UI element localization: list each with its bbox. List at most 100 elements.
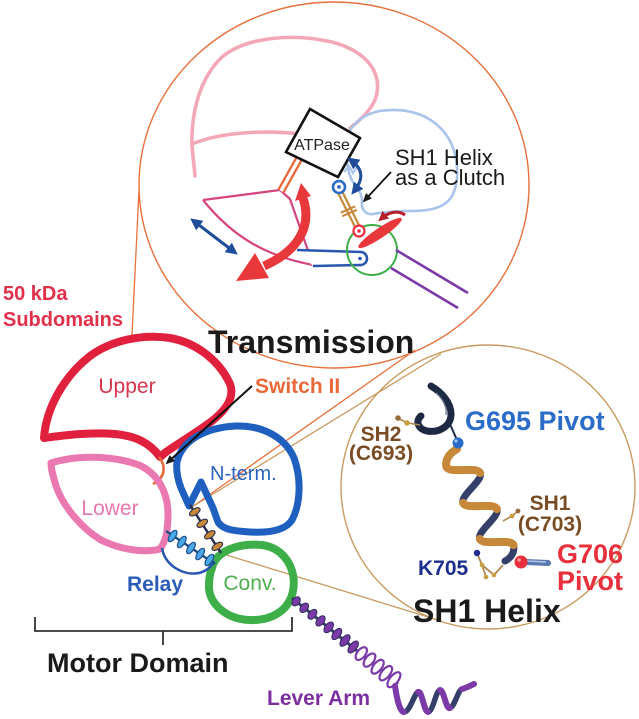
lever-arm-coil <box>307 608 318 620</box>
g706-pivot-marker <box>352 224 366 238</box>
subdomains-label-line2: Subdomains <box>3 309 123 331</box>
helix-front-strand <box>475 534 518 550</box>
lever-arm-line-lower <box>390 266 459 310</box>
rotation-arrow-shaft <box>262 196 311 271</box>
relay-loop <box>160 547 216 575</box>
sh1-label-line1: SH1 <box>530 492 571 515</box>
lever-arm-label: Lever Arm <box>267 687 370 710</box>
exit-tube-shine <box>526 560 547 563</box>
g695-ball <box>452 437 464 449</box>
sh1-magnifier-circle <box>340 344 636 630</box>
upper-domain <box>40 332 236 461</box>
sh1-helix-clutch-rod <box>337 190 360 228</box>
lever-arm-helix <box>291 596 477 715</box>
lever-arm-coil <box>299 602 310 614</box>
lever-arm-line-upper <box>395 248 469 295</box>
sh2-atom <box>404 420 410 426</box>
sh2-label-line2: (C693) <box>349 442 413 465</box>
k705-atom <box>483 574 489 580</box>
lever-arm-coil <box>378 664 394 682</box>
sh1-helix-panel: SH2 (C693) G695 Pivot SH1 (C703) K705 G7… <box>349 382 623 629</box>
converter-rotation-disc <box>358 217 402 249</box>
subdomains-label-line1: 50 kDa <box>3 283 68 305</box>
g695-pivot-atom <box>452 437 464 449</box>
n-terminal-domain <box>173 422 303 536</box>
clutch-label-line2: as a Clutch <box>395 165 505 190</box>
magnifier-line-to-upper-domain <box>131 189 140 336</box>
sh1-atom <box>515 508 521 514</box>
relay-label: Relay <box>127 573 183 596</box>
lever-arm-coil <box>347 640 359 654</box>
upper-label: Upper <box>98 375 155 398</box>
motor-sh1-helix-coil <box>203 530 216 540</box>
relay-helix <box>165 529 216 567</box>
relay-helix-coil <box>167 529 178 543</box>
g695-pivot-marker <box>331 179 347 195</box>
g706-label-line2: Pivot <box>557 566 623 596</box>
sh1-magnifier-line-bottom <box>219 552 442 622</box>
relay-helix-coil <box>195 547 206 561</box>
g695-loop-highlight <box>435 392 447 416</box>
sh1-magnifier-line-top <box>191 353 442 508</box>
switch-ii-pointer-arrow <box>165 385 253 465</box>
atpase-label: ATPase <box>294 137 350 154</box>
relay-helix-coil <box>186 541 196 555</box>
g706-ball <box>514 555 528 569</box>
atpase-box <box>284 107 362 179</box>
sh1-side-chain <box>502 508 521 522</box>
g706-ball-highlight <box>517 558 521 562</box>
sh2-atom <box>395 415 401 421</box>
n-terminal-motion-arrow <box>347 157 364 195</box>
rotation-arrowhead-bottom <box>236 253 269 281</box>
transmission-panel: ATPase SH1 Helix as a Clutch <box>190 35 505 310</box>
pivot-center <box>357 229 361 233</box>
lever-arm-coils-open <box>354 646 402 689</box>
motor-domain-bracket <box>34 617 293 645</box>
n-term-label: N-term. <box>210 463 277 485</box>
motor-sh1-helix-coil <box>188 507 201 517</box>
lever-arm-coil <box>315 615 326 627</box>
sh1-atom <box>509 513 515 519</box>
lever-arm-coil <box>354 646 369 662</box>
transmission-magnifier-circle <box>138 1 530 369</box>
upper-domain-outline-magnified <box>190 35 380 178</box>
switch-ii-link-magnified <box>277 155 304 193</box>
magnifier-guides <box>131 1 636 630</box>
lever-arm-ribbon-front <box>392 681 477 715</box>
pivot-center <box>337 185 341 189</box>
lever-arm-coil <box>331 627 343 641</box>
lever-arm-coil <box>386 671 402 689</box>
sh2-side-chain <box>395 415 421 426</box>
lever-arm-coil <box>370 658 385 675</box>
helix-exit-tube <box>523 559 551 566</box>
lever-arm-coils-dense <box>291 596 359 654</box>
sh1-helix-title: SH1 Helix <box>413 593 561 629</box>
motor-sh1-helix-coil <box>196 518 209 528</box>
g695-label: G695 Pivot <box>465 406 605 436</box>
clutch-label-line1: SH1 Helix <box>395 145 493 170</box>
converter-rotation-arrow <box>378 210 406 222</box>
lower-label: Lower <box>81 497 138 520</box>
clutch-crossbar <box>340 205 356 214</box>
motor-sh1-helix <box>188 504 224 554</box>
k705-atom <box>479 562 485 568</box>
g706-pivot-atom <box>514 555 528 569</box>
lever-arm-coil <box>339 634 351 647</box>
lower-domain <box>47 453 172 555</box>
g695-ball-highlight <box>454 439 458 443</box>
sh2-label-line1: SH2 <box>361 423 402 446</box>
k705-atom <box>491 572 497 578</box>
k705-side-chain <box>473 549 504 580</box>
converter-label: Conv. <box>223 572 276 595</box>
rotation-arrowhead-top <box>295 183 311 201</box>
lower-domain-motion-arrow <box>190 218 238 255</box>
k705-nitrogen-atom <box>473 549 481 557</box>
lever-arm-coil <box>323 621 334 634</box>
switch-ii-label: Switch II <box>255 375 340 398</box>
lever-arm-coil <box>291 596 301 607</box>
lower-domain-rotation-arrow <box>236 183 311 281</box>
switch-ii-link-inner <box>279 156 302 192</box>
exit-tube-body <box>523 559 551 566</box>
g695-stick <box>448 421 458 441</box>
